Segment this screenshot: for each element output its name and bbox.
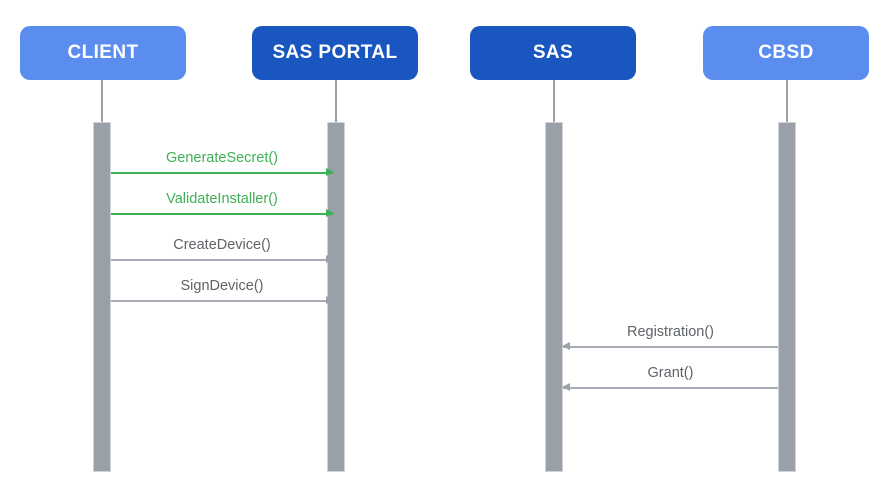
lifeline-cbsd [786, 80, 788, 122]
participant-box-sas-portal[interactable]: SAS PORTAL [252, 26, 418, 80]
arrow-right-icon [326, 168, 334, 177]
participant-label-cbsd: CBSD [758, 42, 814, 63]
message-line-registration [563, 346, 778, 348]
message-line-generate-secret [111, 172, 333, 174]
arrow-right-icon [326, 209, 334, 218]
message-line-grant [563, 387, 778, 389]
arrow-right-icon [326, 255, 334, 264]
arrow-left-icon [562, 383, 570, 392]
arrow-right-icon [326, 296, 334, 305]
message-line-sign-device [111, 300, 333, 302]
message-label-sign-device: SignDevice() [180, 278, 264, 294]
lifeline-client [101, 80, 103, 122]
participant-label-sas-portal: SAS PORTAL [272, 42, 398, 63]
participant-box-client[interactable]: CLIENT [20, 26, 186, 80]
message-label-create-device: CreateDevice() [173, 237, 271, 253]
message-label-registration: Registration() [626, 324, 715, 340]
lifeline-sas [553, 80, 555, 122]
participant-box-cbsd[interactable]: CBSD [703, 26, 869, 80]
activation-bar-sas [545, 122, 563, 472]
participant-label-client: CLIENT [67, 42, 139, 63]
arrow-left-icon [562, 342, 570, 351]
activation-bar-client [93, 122, 111, 472]
message-line-create-device [111, 259, 333, 261]
message-label-generate-secret: GenerateSecret() [165, 150, 279, 166]
message-line-validate-installer [111, 213, 333, 215]
activation-bar-cbsd [778, 122, 796, 472]
participant-box-sas[interactable]: SAS [470, 26, 636, 80]
message-label-grant: Grant() [647, 365, 694, 381]
participant-label-sas: SAS [532, 42, 574, 63]
message-label-validate-installer: ValidateInstaller() [166, 191, 278, 207]
lifeline-sas-portal [335, 80, 337, 122]
